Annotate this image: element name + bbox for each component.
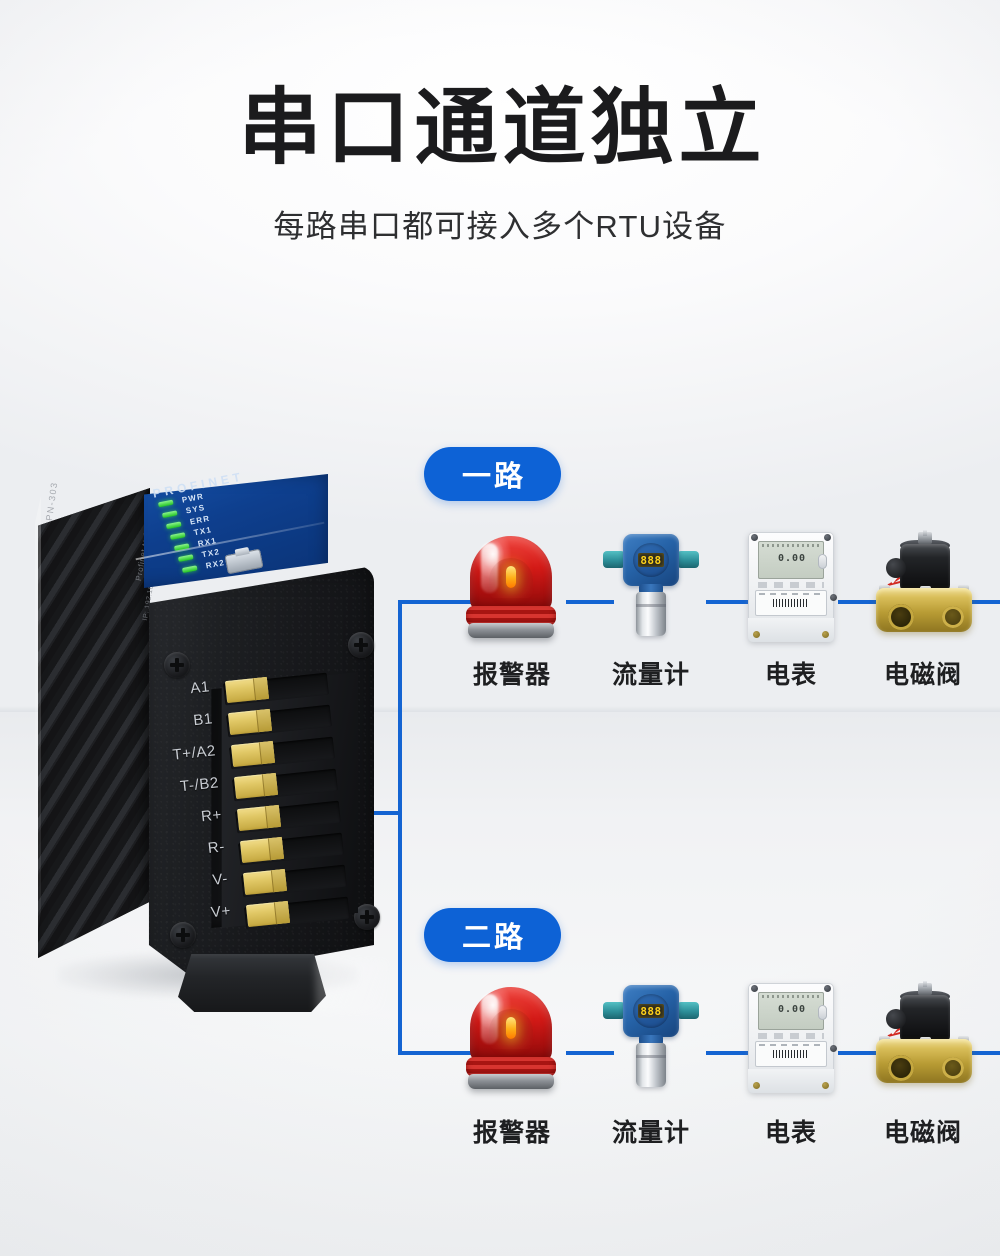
wire-seg-2-2 (706, 1051, 754, 1055)
wire-seg-2-3 (838, 1051, 882, 1055)
electric-meter-display: 0.00 (778, 553, 807, 564)
wire-seg-2-1 (566, 1051, 614, 1055)
wire-seg-1-4 (964, 600, 1000, 604)
module-gloss-highlight (316, 960, 388, 1012)
terminal-contact[interactable] (227, 708, 273, 736)
led-indicator (161, 510, 178, 519)
device-label-2-3: 电表 (764, 1119, 817, 1147)
wire-seg-2-4 (964, 1051, 1000, 1055)
device-label-2-4: 电磁阀 (883, 1119, 962, 1147)
wire-seg-1-3 (838, 600, 882, 604)
led-indicator (169, 532, 186, 540)
din-rail-foot (178, 954, 326, 1012)
solenoid-valve-icon (874, 530, 974, 638)
wire-trunk (398, 600, 402, 1055)
led-indicator (157, 499, 174, 508)
flow-meter-display: 888 (638, 1004, 664, 1018)
channel-badge-1[interactable]: 一路 (424, 447, 561, 501)
module-model-text: PN-303 (44, 480, 60, 522)
electric-meter-icon: 0.00 (748, 983, 837, 1093)
wire-module-stub (352, 811, 402, 815)
alarm-beacon-icon (464, 987, 558, 1091)
page-title: 串口通道独立 (238, 81, 767, 174)
device-label-1-2: 流量计 (611, 661, 690, 689)
terminal-contact[interactable] (230, 740, 276, 768)
flow-meter-icon: 888 (603, 979, 699, 1091)
housing-screw-icon (164, 652, 190, 678)
solenoid-valve-icon (874, 981, 974, 1089)
housing-screw-icon (348, 632, 374, 658)
terminal-contact[interactable] (242, 868, 288, 896)
led-indicator (165, 521, 182, 530)
device-label-1-4: 电磁阀 (883, 661, 962, 689)
channel-badge-2[interactable]: 二路 (424, 908, 561, 962)
device-label-1-3: 电表 (764, 661, 817, 689)
led-indicator (181, 565, 198, 574)
module-left-fins (38, 488, 150, 958)
wire-seg-1-2 (706, 600, 754, 604)
device-label-2-1: 报警器 (472, 1119, 551, 1147)
terminal-contact[interactable] (239, 836, 285, 864)
electric-meter-display: 0.00 (778, 1004, 807, 1015)
terminal-contact[interactable] (245, 900, 291, 928)
profinet-gateway-module: PN-303 Profinet to Modbus IP: 192.168.0.… (30, 460, 388, 1020)
wire-seg-1-1 (566, 600, 614, 604)
device-label-1-1: 报警器 (472, 661, 551, 689)
housing-screw-icon (354, 904, 380, 930)
flow-meter-display: 888 (638, 553, 664, 567)
terminal-contact[interactable] (236, 804, 282, 832)
alarm-beacon-icon (464, 536, 558, 640)
terminal-contact[interactable] (233, 772, 279, 800)
wire-branch-channel-2 (398, 1051, 476, 1055)
housing-screw-icon (170, 922, 196, 948)
header: 串口通道独立 每路串口都可接入多个RTU设备 (0, 81, 1000, 246)
page-subtitle: 每路串口都可接入多个RTU设备 (273, 208, 727, 244)
device-label-2-2: 流量计 (611, 1119, 690, 1147)
electric-meter-icon: 0.00 (748, 532, 837, 642)
terminal-contact[interactable] (224, 676, 270, 704)
flow-meter-icon: 888 (603, 528, 699, 640)
led-indicator (177, 554, 194, 562)
module-left-edge (35, 496, 41, 948)
wire-branch-channel-1 (398, 600, 476, 604)
